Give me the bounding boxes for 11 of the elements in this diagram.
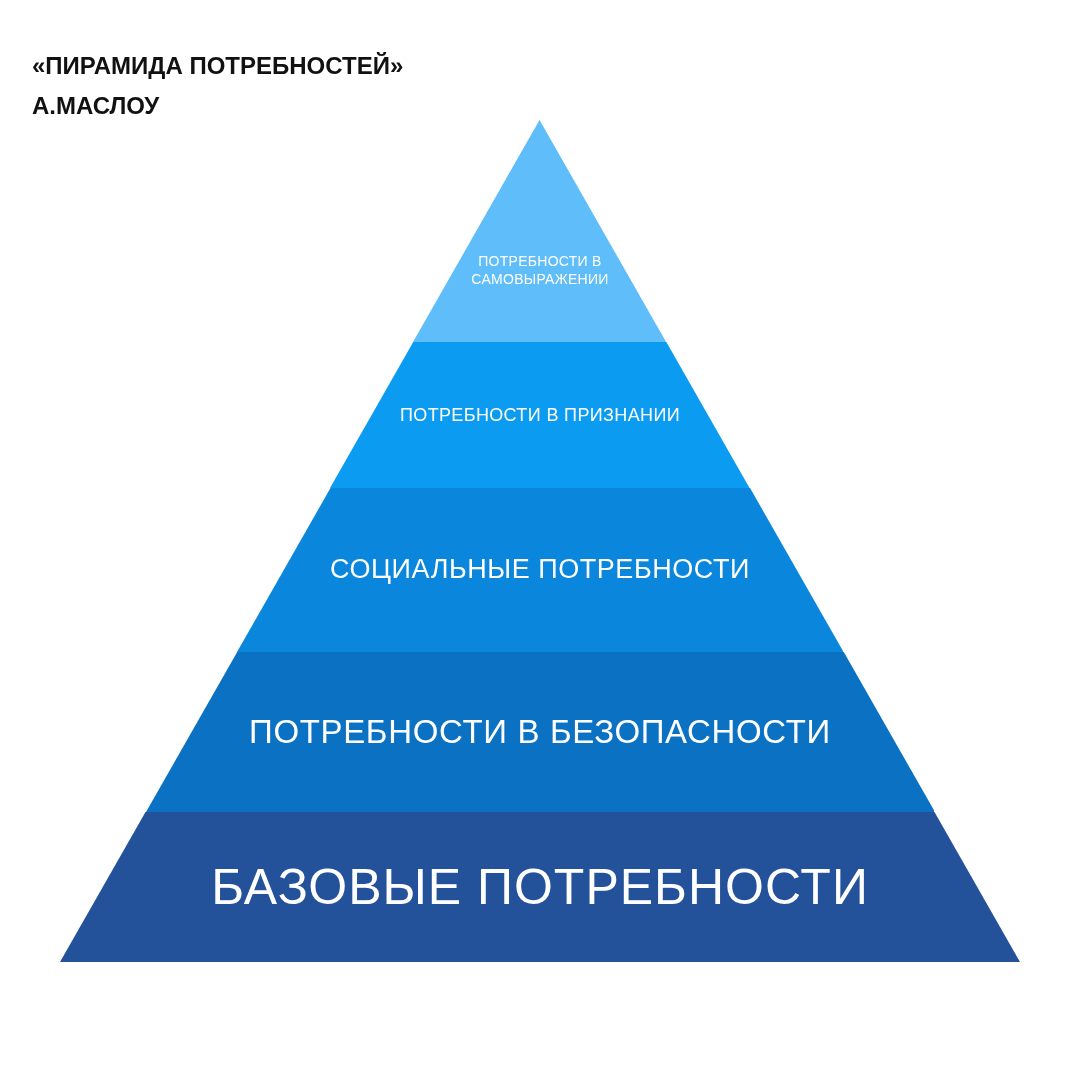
title: «ПИРАМИДА ПОТРЕБНОСТЕЙ» А.МАСЛОУ bbox=[32, 51, 405, 121]
pyramid-tier bbox=[60, 812, 1020, 962]
tier-label: ПОТРЕБНОСТИ В САМОВЫРАЖЕНИИ bbox=[470, 253, 610, 289]
pyramid-tier bbox=[330, 342, 750, 488]
pyramid-tier bbox=[145, 652, 935, 812]
pyramid-tier bbox=[413, 120, 667, 342]
tier-label: БАЗОВЫЕ ПОТРЕБНОСТИ bbox=[210, 857, 870, 917]
pyramid-tier bbox=[236, 488, 844, 652]
tier-label: ПОТРЕБНОСТИ В БЕЗОПАСНОСТИ bbox=[248, 712, 832, 753]
tier-label: СОЦИАЛЬНЫЕ ПОТРЕБНОСТИ bbox=[329, 553, 751, 587]
tier-label: ПОТРЕБНОСТИ В ПРИЗНАНИИ bbox=[398, 403, 681, 427]
